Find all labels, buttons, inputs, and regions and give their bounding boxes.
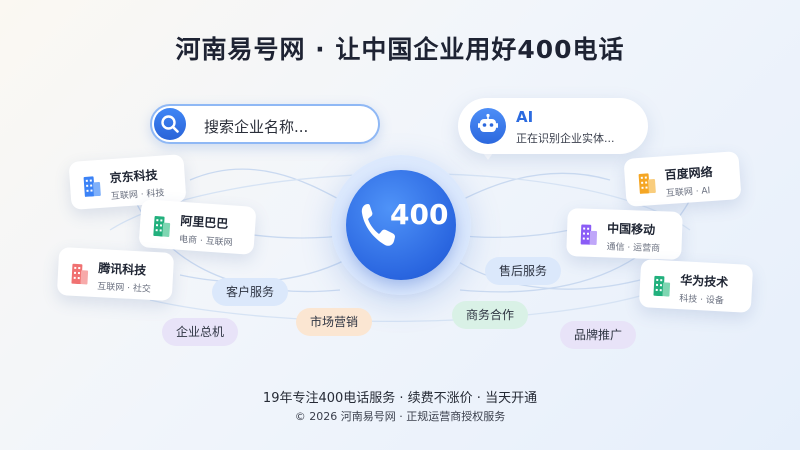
building-icon <box>153 216 171 237</box>
ai-label: AI <box>516 108 534 126</box>
phone-400-label: 400 <box>390 198 449 231</box>
tag-brand-promotion[interactable]: 品牌推广 <box>560 321 637 349</box>
company-category: 互联网 · AI <box>665 186 711 200</box>
search-input[interactable]: 搜索企业名称... <box>204 118 309 136</box>
company-card[interactable]: 京东科技 互联网 · 科技 <box>68 154 187 210</box>
search-bar[interactable]: 搜索企业名称... <box>150 104 380 144</box>
company-name: 百度网络 <box>664 164 714 183</box>
building-icon <box>83 176 101 197</box>
building-icon <box>580 224 598 245</box>
company-category: 电商 · 互联网 <box>178 234 233 249</box>
ai-status-bubble: AI 正在识别企业实体... <box>458 98 648 154</box>
page-title: 河南易号网 · 让中国企业用好400电话 <box>175 35 625 64</box>
phone-icon <box>361 204 395 246</box>
company-category: 科技 · 设备 <box>679 294 725 307</box>
company-category: 通信 · 运营商 <box>606 242 661 255</box>
company-card[interactable]: 阿里巴巴 电商 · 互联网 <box>138 199 257 255</box>
building-icon <box>71 263 89 285</box>
robot-icon <box>470 108 506 144</box>
footer-copyright: © 2026 河南易号网 · 正规运营商授权服务 <box>294 410 506 423</box>
company-card[interactable]: 百度网络 互联网 · AI <box>623 151 742 207</box>
tag-marketing[interactable]: 市场营销 <box>296 308 373 336</box>
company-name: 腾讯科技 <box>97 261 147 278</box>
company-card[interactable]: 腾讯科技 互联网 · 社交 <box>56 247 175 301</box>
company-name: 阿里巴巴 <box>179 213 229 232</box>
search-icon <box>161 115 179 133</box>
search-button[interactable] <box>154 108 186 140</box>
company-name: 华为技术 <box>679 273 729 290</box>
company-name: 京东科技 <box>109 167 159 186</box>
tag-company-switchboard[interactable]: 企业总机 <box>162 318 239 346</box>
tag-business-cooperation[interactable]: 商务合作 <box>452 301 529 329</box>
company-card[interactable]: 中国移动 通信 · 运营商 <box>566 208 683 260</box>
building-icon <box>638 173 656 194</box>
company-card[interactable]: 华为技术 科技 · 设备 <box>638 259 754 313</box>
company-name: 中国移动 <box>606 221 656 238</box>
phone-400-button[interactable] <box>346 170 456 280</box>
footer-slogan: 19年专注400电话服务 · 续费不涨价 · 当天开通 <box>262 391 538 406</box>
ai-status-text: 正在识别企业实体... <box>516 132 615 145</box>
company-category: 互联网 · 社交 <box>97 282 152 295</box>
building-icon <box>653 275 671 297</box>
tag-after-sales[interactable]: 售后服务 <box>485 257 562 285</box>
tag-customer-service[interactable]: 客户服务 <box>212 278 289 306</box>
